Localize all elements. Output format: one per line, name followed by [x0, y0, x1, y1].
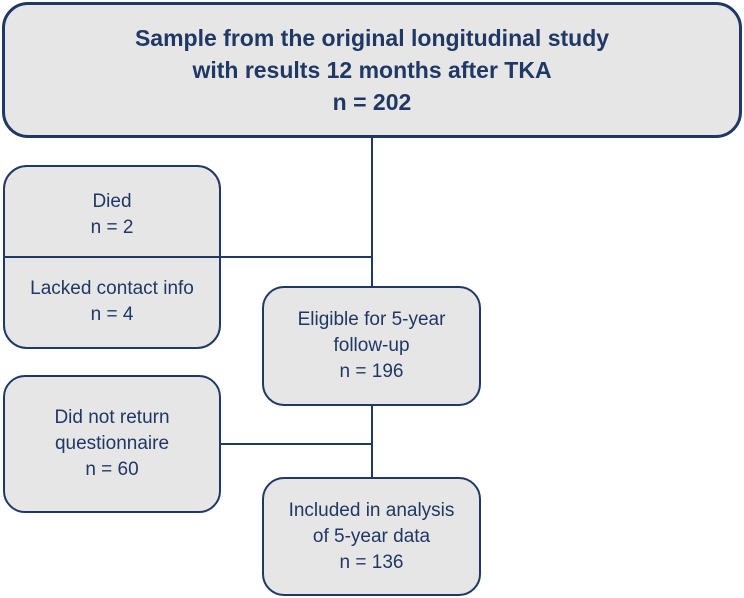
sample-box: Sample from the original longitudinal st…: [2, 2, 742, 138]
died-count: n = 2: [90, 216, 134, 238]
sample-title-line2: with results 12 months after TKA: [192, 57, 552, 83]
did-not-return-box: Did not return questionnaire n = 60: [3, 375, 221, 513]
included-line1: Included in analysis: [288, 499, 455, 521]
exclusion-box-died-contact: Died n = 2 Lacked contact info n = 4: [3, 165, 221, 349]
did-not-return-line2: questionnaire: [54, 433, 170, 454]
lacked-contact-count: n = 4: [90, 303, 134, 325]
died-section: Died n = 2: [5, 167, 219, 256]
eligible-box: Eligible for 5-year follow-up n = 196: [262, 286, 481, 406]
sample-count: n = 202: [332, 89, 412, 115]
did-not-return-line1: Did not return: [54, 407, 170, 428]
lacked-contact-label: Lacked contact info: [30, 277, 194, 299]
included-box: Included in analysis of 5-year data n = …: [262, 477, 481, 596]
split-divider: [5, 256, 219, 259]
sample-title-line1: Sample from the original longitudinal st…: [134, 25, 610, 51]
eligible-line1: Eligible for 5-year: [297, 309, 446, 330]
eligible-line2: follow-up: [333, 335, 410, 356]
eligible-count: n = 196: [339, 361, 404, 382]
included-line2: of 5-year data: [312, 525, 431, 547]
included-count: n = 136: [339, 551, 404, 573]
did-not-return-count: n = 60: [85, 459, 139, 480]
died-label: Died: [92, 190, 132, 212]
lacked-contact-section: Lacked contact info n = 4: [5, 258, 219, 347]
